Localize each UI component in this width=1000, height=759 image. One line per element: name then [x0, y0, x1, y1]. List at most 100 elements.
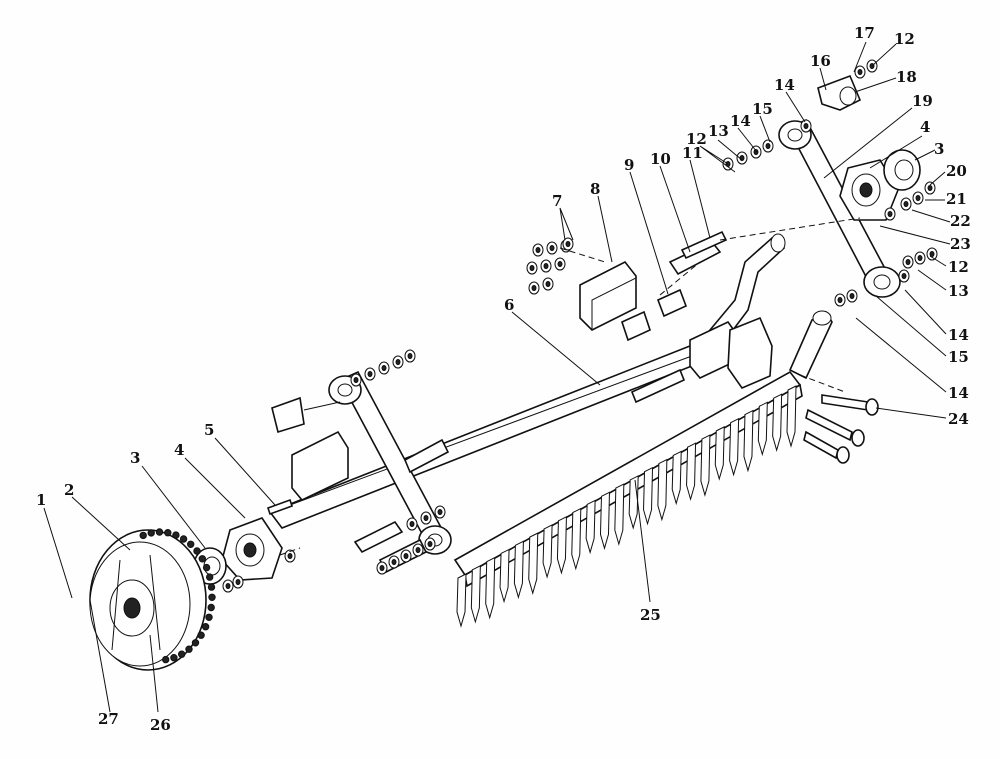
bearing-right [883, 149, 921, 191]
washer-hole [395, 359, 401, 365]
left-connecting-rod [328, 370, 452, 555]
washer-hole [803, 123, 809, 129]
sprocket-tooth [162, 655, 170, 664]
sprocket-tooth [202, 563, 211, 572]
callout-23: 23 [950, 235, 971, 253]
wear-plate-9 [621, 288, 688, 342]
washer-hole [379, 565, 385, 571]
washer-hole [837, 297, 843, 303]
rocker-arm [788, 310, 833, 380]
washer-hole [235, 579, 241, 585]
sprocket-tooth [198, 555, 207, 563]
mounting-plate [271, 396, 341, 434]
washer-hole [423, 515, 429, 521]
washer-hole [529, 265, 535, 271]
washer-hole [915, 195, 921, 201]
callout-12-b: 12 [894, 30, 915, 48]
knife-tooth [470, 565, 481, 624]
sprocket-tooth [179, 535, 188, 543]
assembly-lines [279, 217, 861, 556]
sprocket-tooth [172, 531, 180, 539]
washer-hole [427, 541, 433, 547]
callout-3-b: 3 [934, 140, 944, 158]
callout-15-b: 15 [948, 348, 969, 366]
washer-hole [857, 69, 863, 75]
knife-tooth [643, 466, 654, 526]
callout-1: 1 [36, 491, 46, 509]
washer-hole [531, 285, 537, 291]
washer-hole [415, 547, 421, 553]
callout-13-b: 13 [948, 282, 969, 300]
callout-16: 16 [810, 52, 831, 70]
callout-2: 2 [64, 481, 74, 499]
callout-7: 7 [552, 192, 562, 210]
bearing-housing-right [839, 159, 899, 221]
callout-4: 4 [174, 441, 184, 459]
bearing-housing-left [221, 517, 283, 581]
knife-tooth [556, 515, 567, 575]
callout-12-c: 12 [948, 258, 969, 276]
washer-hole [409, 521, 415, 527]
callout-24: 24 [948, 410, 969, 428]
knife-tooth [485, 556, 496, 620]
washer-hole [905, 259, 911, 265]
callout-22: 22 [950, 212, 971, 230]
knife-tooth [513, 540, 524, 600]
pivot-bracket-18 [817, 74, 862, 111]
washer-hole [549, 245, 555, 251]
callout-25: 25 [640, 606, 661, 624]
leader-lines [43, 41, 951, 713]
sprocket-tooth [178, 650, 186, 658]
sprocket-tooth [191, 639, 200, 647]
washer-hole [437, 509, 443, 515]
callout-14-b: 14 [774, 76, 795, 94]
callout-3: 3 [130, 449, 140, 467]
knife-tooth [657, 458, 668, 522]
callout-9: 9 [624, 156, 634, 174]
knife-tooth [628, 475, 639, 530]
callout-19: 19 [912, 92, 933, 110]
sprocket-tooth [187, 540, 195, 548]
sprocket-tooth [139, 531, 147, 540]
sprocket-tooth [170, 654, 178, 662]
drive-pulley [89, 529, 207, 671]
sprocket-tooth [207, 603, 215, 612]
washer-hole [917, 255, 923, 261]
knife-tooth [456, 573, 467, 628]
washer-hole [391, 559, 397, 565]
knife-tooth [671, 450, 682, 506]
knife-tooth [528, 532, 539, 595]
washer-hole [557, 261, 563, 267]
lower-guard-brackets [291, 316, 773, 574]
callout-18: 18 [896, 68, 917, 86]
callout-13-a: 13 [708, 122, 729, 140]
callout-26: 26 [150, 716, 171, 734]
knife-tooth [757, 401, 768, 457]
callout-10: 10 [650, 150, 671, 168]
pulley-sprocket-teeth [139, 528, 216, 664]
sprocket-tooth [147, 529, 155, 537]
guard-bracket-8 [579, 260, 637, 331]
knife-tooth [729, 417, 740, 477]
washer-hole [407, 353, 413, 359]
washer-hole [765, 143, 771, 149]
callout-labels: 1 2 3 4 5 6 7 8 9 10 11 12 13 14 15 14 1… [36, 24, 971, 734]
washer-hole [927, 185, 933, 191]
knife-tooth [599, 491, 610, 551]
clamp-plate-11 [680, 230, 728, 260]
washer-hole [381, 365, 387, 371]
sprocket-tooth [207, 583, 216, 591]
sprocket-tooth [164, 529, 172, 537]
washer-hole [403, 553, 409, 559]
knife-tooth [686, 442, 697, 502]
sprocket-tooth [208, 593, 216, 601]
knife-tooth [700, 434, 711, 497]
callout-14-d: 14 [948, 384, 969, 402]
knife-tooth [614, 483, 625, 546]
knife-tooth [585, 499, 596, 555]
washer-hole [753, 149, 759, 155]
callout-6: 6 [504, 296, 514, 314]
callout-15-a: 15 [752, 100, 773, 118]
